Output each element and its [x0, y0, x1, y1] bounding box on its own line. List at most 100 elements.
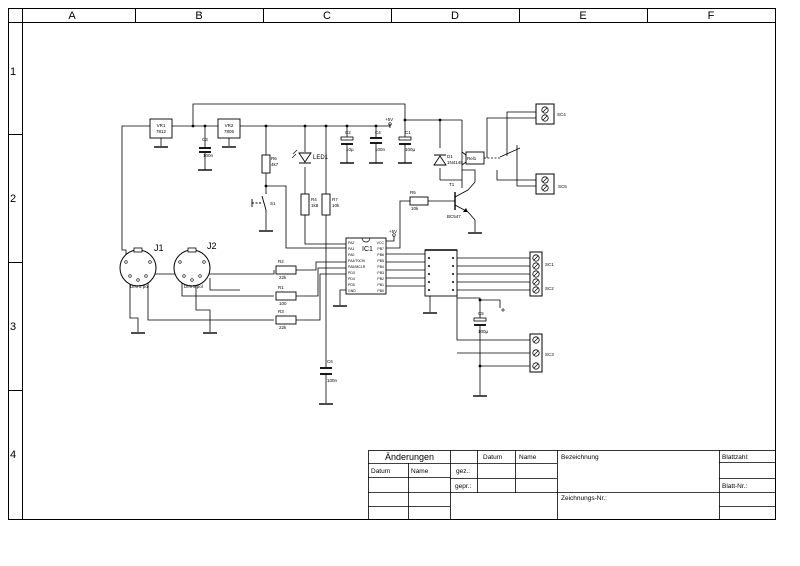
title-block-text: Änderungen Datum Name Datum Name gez.: g…: [371, 452, 749, 502]
ic1-pin-l8: PD5: [348, 283, 355, 287]
column-label-a: A: [68, 10, 76, 22]
resistor-r6: R6 4k7: [261, 154, 279, 174]
ic1-pin-r3: PB6: [377, 253, 384, 257]
r5-ref: R5: [410, 190, 416, 195]
c3-ref: C3: [202, 137, 208, 142]
ic1-ref: IC1: [362, 246, 373, 253]
regulator-vr1: VR1 7812: [149, 118, 173, 139]
row-label-4: 4: [10, 449, 16, 461]
tb-col-date: Datum: [483, 454, 502, 461]
resistor-r4: R4 1k8: [300, 193, 319, 216]
sc1-ref: SC1: [545, 262, 554, 267]
ic1-pin-l9: GND: [348, 289, 356, 293]
vr1-value: 7812: [156, 129, 167, 134]
capacitor-c4: C4 100n: [370, 130, 386, 152]
c4-ref: C4: [375, 130, 381, 135]
r1-ref: R1: [278, 285, 284, 290]
tb-sheet-count: Blattzahl:: [722, 454, 749, 461]
sc4-ref: SC4: [557, 112, 566, 117]
ic1-pin-l1: PA2: [348, 241, 354, 245]
tb-col-name: Name: [519, 454, 537, 461]
driver-ic: [424, 249, 458, 297]
capacitor-c6: C6 100n: [320, 359, 338, 384]
ic1-pin-r8: PB1: [377, 283, 384, 287]
capacitor-c5: C5 100µ: [473, 311, 489, 334]
resistor-r7: R7 10k: [321, 193, 340, 216]
din-connector-j1: J1 DIN 5 pol: [119, 243, 164, 289]
capacitor-c3: C3 100n: [199, 137, 214, 160]
c5-value: 100µ: [478, 329, 489, 334]
led-led1: LED1: [291, 149, 329, 164]
column-label-e: E: [579, 10, 586, 22]
resistor-r2: R2 22k: [275, 259, 297, 280]
ic1-pin-r2: PB7: [377, 247, 384, 251]
switch-s1: [251, 192, 267, 212]
r4-value: 1k8: [311, 203, 319, 208]
capacitor-c2: C2 10µ: [340, 130, 354, 152]
ground-stubs: [204, 152, 406, 170]
c2-value: 10µ: [346, 147, 354, 152]
row-label-2: 2: [10, 193, 16, 205]
r7-ref: R7: [332, 197, 338, 202]
c3-value: 100n: [203, 153, 214, 158]
capacitor-c1: C1 100µ: [398, 130, 416, 152]
ic1-pin-r5: PB4: [377, 265, 384, 269]
column-label-c: C: [323, 10, 331, 22]
row-label-3: 3: [10, 321, 16, 333]
rel1-ref: Rel1: [467, 156, 477, 161]
resistor-r1: R1 100: [275, 285, 297, 306]
ic1-pin-r4: PB5: [377, 259, 384, 263]
j1-ref: J1: [154, 243, 164, 253]
t1-ref: T1: [449, 182, 455, 187]
vr2-value: 7805: [224, 129, 235, 134]
sc2-ref: SC2: [545, 286, 554, 291]
r3-value: 22k: [279, 325, 287, 330]
r3-ref: R3: [278, 309, 284, 314]
c6-ref: C6: [327, 359, 333, 364]
terminal-sc5: SC5: [535, 173, 567, 195]
column-label-b: B: [195, 10, 202, 22]
tb-sheet-no: Blatt-Nr.:: [722, 483, 747, 490]
vcc-a-text: +5V: [385, 117, 393, 122]
c1-ref: C1: [405, 130, 411, 135]
ic1-pin-l6: PD3: [348, 271, 355, 275]
s1-ref: S1: [270, 201, 276, 206]
sc3-ref: SC3: [545, 352, 554, 357]
vr2-ref: VR2: [225, 123, 234, 128]
ic1-pin-r7: PB2: [377, 277, 384, 281]
c5-plus-mark: [501, 308, 505, 312]
r1-value: 100: [279, 301, 287, 306]
vcc-label-ic: +5V: [389, 229, 397, 237]
ic1-pin-labels-left: PA2 PA1 PA0 PA4/T0CKI PA5/MCLR PD3 PD4 P…: [348, 241, 366, 293]
r5-value: 10k: [411, 206, 419, 211]
vcc-b-text: +5V: [389, 229, 397, 234]
c6-value: 100n: [327, 378, 338, 383]
j1-value: DIN 5 pol: [130, 284, 149, 289]
tb-date-header: Datum: [371, 468, 390, 475]
ic1-pin-labels-right: VCC PB7 PB6 PB5 PB4 PB3 PB2 PB1 PB0: [377, 241, 385, 293]
resistor-r3: R3 22k: [275, 309, 297, 330]
ic1-pin-l2: PA1: [348, 247, 354, 251]
resistor-r5: R5 10k: [409, 190, 429, 211]
terminal-sc1-sc2: SC1 SC2: [529, 251, 554, 297]
vr1-ref: VR1: [157, 123, 166, 128]
r6-value: 4k7: [271, 162, 279, 167]
tb-designation: Bezeichnung: [561, 454, 599, 461]
d1-ref: D1: [447, 154, 453, 159]
r6-ref: R6: [271, 156, 277, 161]
row-label-1: 1: [10, 66, 16, 78]
ic1-pin-l7: PD4: [348, 277, 355, 281]
column-label-f: F: [708, 10, 715, 22]
terminal-sc3: SC3: [529, 333, 554, 373]
sc5-ref: SC5: [558, 184, 567, 189]
tb-approved: gepr.:: [455, 483, 471, 490]
transistor-t1: T1 BC547: [447, 182, 469, 219]
ic1-pin-r1: VCC: [377, 241, 385, 245]
vcc-label-top: +5V: [385, 117, 393, 128]
r2-value: 22k: [279, 275, 287, 280]
j2-ref: J2: [207, 241, 217, 251]
tb-changes: Änderungen: [385, 452, 434, 462]
column-labels: A B C D E F: [68, 10, 714, 22]
c2-ref: C2: [345, 130, 351, 135]
